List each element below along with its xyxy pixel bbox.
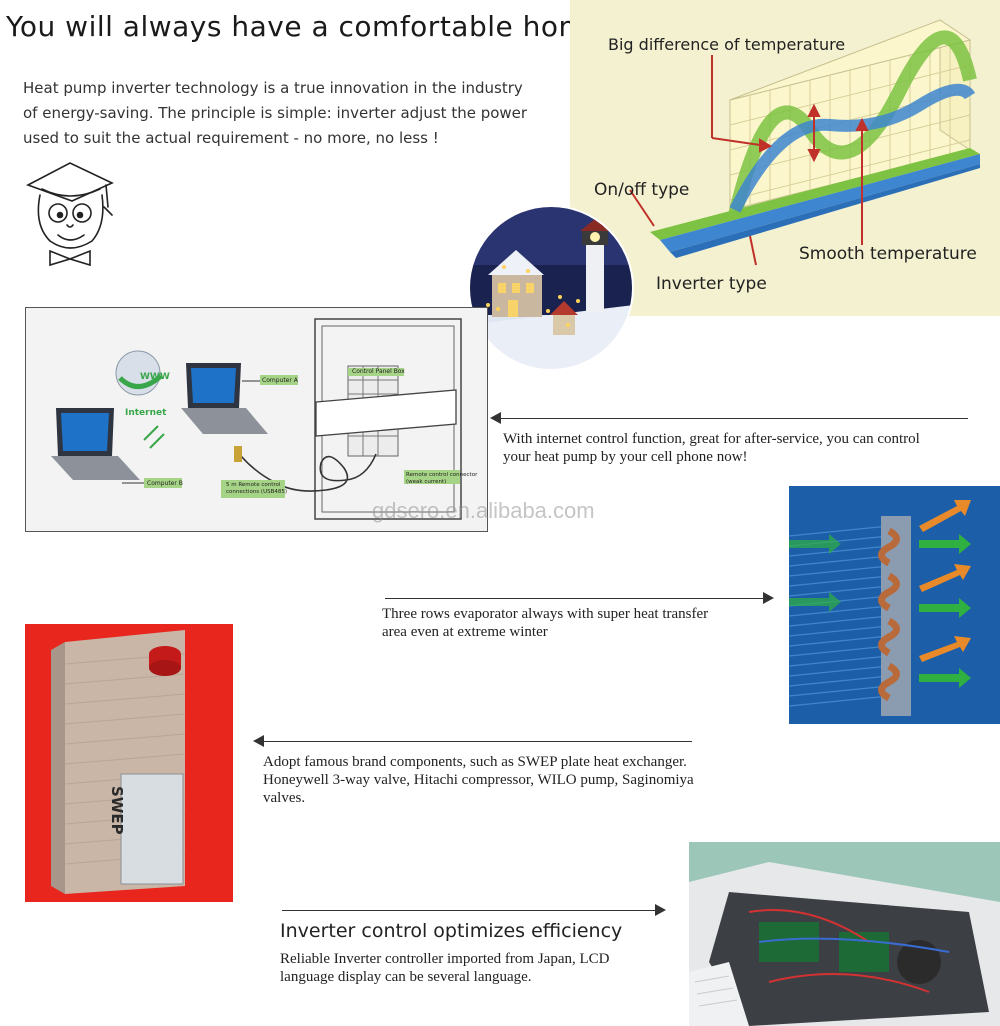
evaporator-caption: Three rows evaporator always with super … (382, 605, 708, 641)
inverter-caption-line-1: Reliable Inverter controller imported fr… (280, 951, 610, 967)
label-inverter-type: Inverter type (656, 274, 767, 294)
network-diagram-graphic (51, 318, 462, 520)
inverter-heading: Inverter control optimizes efficiency (280, 920, 623, 942)
internet-label: Internet (125, 408, 167, 418)
brand-caption-line-1: Adopt famous brand components, such as S… (263, 754, 687, 770)
intro-line-3: used to suit the actual requirement - no… (23, 129, 439, 147)
internet-caption-arrow-line (498, 418, 968, 419)
www-label: WWW (140, 372, 170, 382)
evaporator-coil-photo (789, 486, 1000, 724)
remote-connection-label: 5 m Remote control connections (USB485) (226, 482, 287, 496)
remote-connector-label: Remote control connector (weak current) (406, 472, 477, 486)
remote-connection-line-2: connections (USB485) (226, 489, 287, 495)
remote-connection-line-1: 5 m Remote control (226, 482, 281, 488)
label-smooth-temperature: Smooth temperature (799, 244, 977, 264)
control-panel-box-label: Control Panel Box (352, 368, 405, 375)
intro-line-2: of energy-saving. The principle is simpl… (23, 104, 528, 122)
inverter-controller-photo (689, 842, 1000, 1026)
evaporator-caption-arrow-line (385, 598, 765, 599)
computer-b-label: Computer B (147, 480, 183, 487)
inverter-caption-arrow-line (282, 910, 657, 911)
swep-heat-exchanger-photo (25, 624, 233, 902)
swep-logo-text: SWEP (108, 786, 126, 835)
intro-paragraph: Heat pump inverter technology is a true … (23, 76, 563, 151)
inverter-caption-arrowhead (655, 904, 666, 916)
intro-line-1: Heat pump inverter technology is a true … (23, 79, 523, 97)
evaporator-caption-line-2: area even at extreme winter (382, 624, 548, 640)
winter-house-photo (468, 205, 634, 371)
brand-caption: Adopt famous brand components, such as S… (263, 753, 694, 807)
page-title: You will always have a comfortable home! (6, 10, 616, 43)
brand-caption-arrowhead (253, 735, 264, 747)
internet-caption-line-1: With internet control function, great fo… (503, 431, 920, 447)
internet-caption-arrowhead (490, 412, 501, 424)
internet-caption-line-2: your heat pump by your cell phone now! (503, 449, 748, 465)
internet-caption: With internet control function, great fo… (503, 430, 920, 466)
inverter-caption-line-2: language display can be several language… (280, 969, 532, 985)
temperature-diagram-graphic (629, 19, 980, 266)
remote-connector-line-2: (weak current) (406, 479, 447, 485)
watermark: gdsero.en.alibaba.com (372, 498, 595, 523)
brand-caption-arrow-line (262, 741, 692, 742)
brand-caption-line-3: valves. (263, 790, 306, 806)
label-onoff-type: On/off type (594, 180, 690, 200)
label-big-difference: Big difference of temperature (608, 35, 846, 54)
remote-connector-line-1: Remote control connector (406, 472, 478, 478)
inverter-caption: Reliable Inverter controller imported fr… (280, 950, 609, 986)
computer-a-label: Computer A (262, 377, 298, 384)
cartoon-boy-illustration (26, 162, 114, 267)
evaporator-caption-arrowhead (763, 592, 774, 604)
brand-caption-line-2: Honeywell 3-way valve, Hitachi compresso… (263, 772, 694, 788)
evaporator-caption-line-1: Three rows evaporator always with super … (382, 606, 709, 622)
